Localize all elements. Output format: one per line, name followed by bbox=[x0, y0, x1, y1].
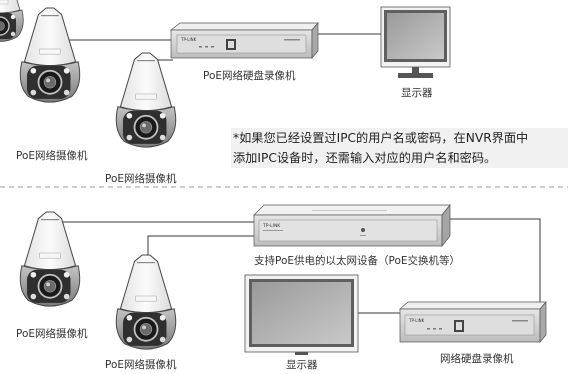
bottom-camera-right bbox=[115, 254, 177, 351]
bottom-monitor-label: 显示器 bbox=[286, 359, 318, 371]
bottom-nvr-label: 网络硬盘录像机 bbox=[440, 353, 514, 365]
bottom-nvr-brand: TP-LINK bbox=[408, 318, 425, 323]
bottom-switch-label: 支持PoE供电的以太网设备（PoE交换机等） bbox=[254, 255, 461, 267]
top-camera-left bbox=[19, 7, 81, 104]
note-line-2: 添加IPC设备时，还需输入对应的用户名和密码。 bbox=[233, 151, 497, 165]
bottom-monitor bbox=[244, 274, 359, 355]
top-nvr-brand: TP-LINK bbox=[180, 37, 197, 42]
top-monitor bbox=[380, 6, 451, 78]
bottom-nvr: TP-LINK bbox=[399, 301, 547, 343]
cable-camera3-to-switch bbox=[53, 214, 254, 223]
top-camera-right bbox=[115, 52, 177, 149]
top-nvr-label: PoE网络硬盘录像机 bbox=[203, 70, 296, 82]
bottom-camera-left bbox=[19, 211, 81, 308]
top-nvr: TP-LINK bbox=[169, 22, 319, 59]
bottom-camera-left-label: PoE网络摄像机 bbox=[16, 328, 88, 340]
bottom-camera-right-label: PoE网络摄像机 bbox=[105, 359, 177, 371]
cable-camera4-to-switch bbox=[147, 235, 254, 256]
note-line-1: *如果您已经设置过IPC的用户名或密码，在NVR界面中 bbox=[233, 131, 529, 145]
bottom-switch: TP-LINK bbox=[253, 204, 451, 247]
cable-camera1-to-nvr bbox=[53, 35, 171, 41]
bottom-switch-brand: TP-LINK bbox=[262, 223, 281, 229]
cable-switch-to-nvr bbox=[442, 218, 541, 305]
top-camera-right-label: PoE网络摄像机 bbox=[105, 173, 177, 185]
ipc-credentials-note: *如果您已经设置过IPC的用户名或密码，在NVR界面中 添加IPC设备时，还需输… bbox=[231, 128, 568, 168]
top-monitor-label: 显示器 bbox=[401, 87, 433, 99]
camera-symbol bbox=[0, 0, 24, 42]
top-camera-left-label: PoE网络摄像机 bbox=[16, 150, 88, 162]
